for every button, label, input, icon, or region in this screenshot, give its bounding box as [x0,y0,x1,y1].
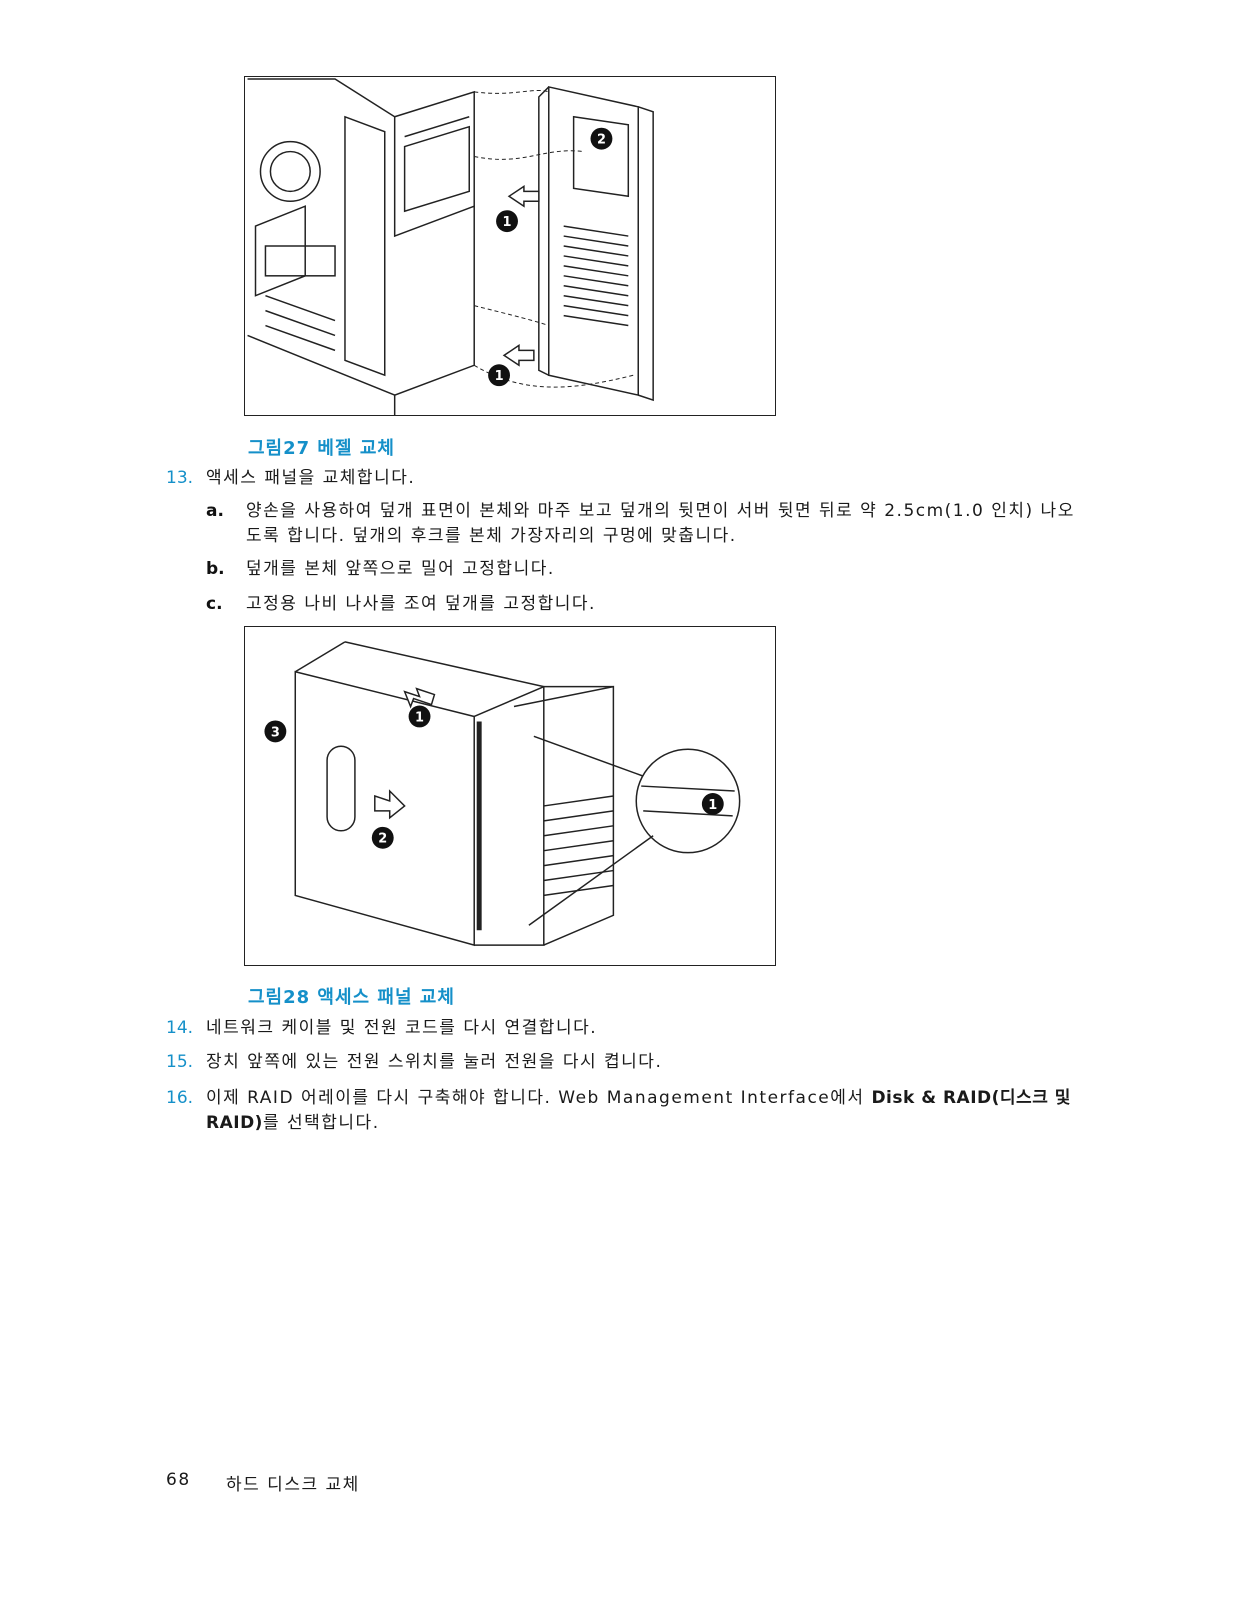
step-number: 13. [166,468,194,488]
step-16: 16. 이제 RAID 어레이를 다시 구축해야 합니다. Web Manage… [166,1086,1086,1136]
step-14: 14. 네트워크 케이블 및 전원 코드를 다시 연결합니다. [166,1016,1086,1041]
substep-text: 고정용 나비 나사를 조여 덮개를 고정합니다. [246,594,596,614]
substep-letter: c. [206,594,223,614]
callout-1: 1 [415,710,424,725]
substep-b: b. 덮개를 본체 앞쪽으로 밀어 고정합니다. [206,557,1086,582]
callout-1: 1 [495,369,504,384]
callout-1: 1 [503,215,512,230]
step-text-before: 이제 RAID 어레이를 다시 구축해야 합니다. Web Management… [206,1088,872,1108]
step-15: 15. 장치 앞쪽에 있는 전원 스위치를 눌러 전원을 다시 켭니다. [166,1050,1086,1075]
figure-bezel-replacement: 2 1 1 [244,76,776,416]
substep-a: a. 양손을 사용하여 덮개 표면이 본체와 마주 보고 덮개의 뒷면이 서버 … [206,499,1086,549]
substep-letter: b. [206,559,225,579]
substep-letter: a. [206,501,224,521]
substep-text: 양손을 사용하여 덮개 표면이 본체와 마주 보고 덮개의 뒷면이 서버 뒷면 … [246,501,1075,546]
step-13: 13. 액세스 패널을 교체합니다. [166,466,1086,491]
callout-2: 2 [597,133,606,148]
step-text: 장치 앞쪽에 있는 전원 스위치를 눌러 전원을 다시 켭니다. [206,1052,663,1072]
access-panel-illustration: 3 1 2 1 [264,641,741,947]
bezel-replacement-illustration: 2 1 1 [247,78,654,415]
figure-caption: 그림27 베젤 교체 [248,438,395,459]
section-title: 하드 디스크 교체 [226,1475,360,1495]
ui-menu-name: Disk & RAID(디스크 및 RAID) [206,1088,1071,1133]
step-text: 액세스 패널을 교체합니다. [206,468,416,488]
callout-1: 1 [708,798,717,813]
figure-caption: 그림28 액세스 패널 교체 [248,987,455,1008]
step-text: 이제 RAID 어레이를 다시 구축해야 합니다. Web Management… [206,1086,1086,1136]
figure-access-panel-replacement: 3 1 2 1 [244,626,776,966]
step-number: 15. [166,1052,194,1072]
substep-text: 덮개를 본체 앞쪽으로 밀어 고정합니다. [246,559,555,579]
step-number: 14. [166,1018,194,1038]
step-text: 네트워크 케이블 및 전원 코드를 다시 연결합니다. [206,1018,598,1038]
step-number: 16. [166,1088,194,1108]
step-text-after: 를 선택합니다. [262,1113,380,1133]
substep-c: c. 고정용 나비 나사를 조여 덮개를 고정합니다. [206,592,1086,617]
page-number: 68 [166,1470,191,1490]
callout-3: 3 [271,725,280,740]
callout-2: 2 [378,832,387,847]
